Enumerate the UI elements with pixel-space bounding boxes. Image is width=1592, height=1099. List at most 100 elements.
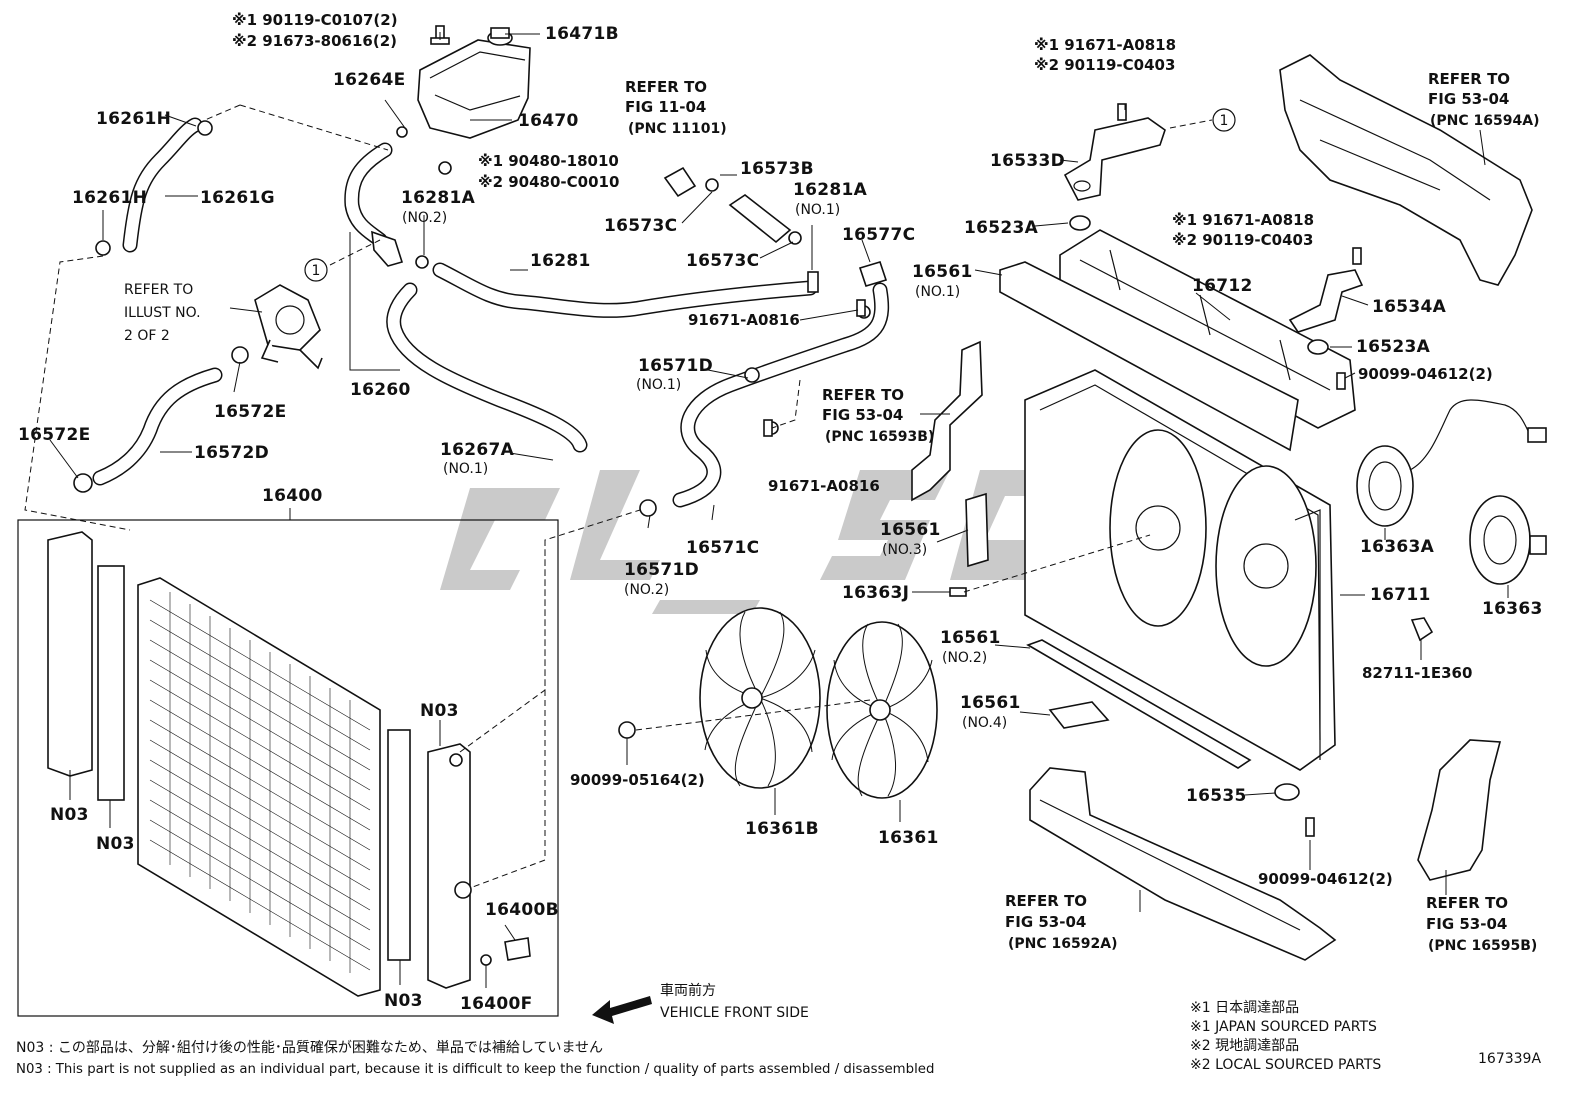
svg-text:FIG 53-04: FIG 53-04 [1426, 915, 1507, 933]
hose-16573B[interactable] [663, 166, 802, 245]
label-16712[interactable]: 16712 [1192, 276, 1253, 296]
svg-text:REFER TO: REFER TO [1428, 70, 1510, 88]
label-16572D[interactable]: 16572D [194, 443, 269, 463]
seal-16561-no2[interactable] [1026, 639, 1252, 769]
thermostat-housing[interactable] [254, 284, 323, 370]
label-16561-no1[interactable]: 16561 [912, 262, 973, 282]
label-16561-no2[interactable]: 16561 [940, 628, 1001, 648]
nut-90099-05164[interactable] [618, 721, 636, 739]
svg-text:N03 : この部品は、分解･組付け後の性能･品質確保が困難: N03 : この部品は、分解･組付け後の性能･品質確保が困難なため、単品では補給… [16, 1040, 603, 1056]
label-90099-04612-a[interactable]: 90099-04612(2) [1358, 365, 1493, 383]
label-91671-A0816-a[interactable]: 91671-A0816 [688, 311, 800, 329]
label-16523A-a[interactable]: 16523A [964, 218, 1039, 238]
fan-16361[interactable] [826, 621, 938, 799]
svg-text:REFER TO: REFER TO [124, 282, 193, 298]
label-16571D-no2[interactable]: 16571D [624, 560, 699, 580]
label-16363A[interactable]: 16363A [1360, 537, 1435, 557]
svg-text:(NO.1): (NO.1) [795, 202, 840, 218]
label-16471B[interactable]: 16471B [545, 24, 619, 44]
seal-16561-no3[interactable] [965, 492, 989, 568]
svg-text:ILLUST NO.: ILLUST NO. [124, 305, 201, 321]
label-16400F[interactable]: 16400F [460, 994, 533, 1014]
air-guide-16595B[interactable] [1417, 739, 1502, 881]
label-16261G[interactable]: 16261G [200, 188, 275, 208]
radiator-16400[interactable] [47, 531, 531, 997]
svg-text:※1 91671-A0818: ※1 91671-A0818 [1172, 211, 1314, 229]
svg-text:※1 日本調達部品: ※1 日本調達部品 [1190, 1000, 1299, 1016]
label-16711[interactable]: 16711 [1370, 585, 1431, 605]
label-16535[interactable]: 16535 [1186, 786, 1247, 806]
label-16363J[interactable]: 16363J [842, 583, 909, 603]
hose-16572D[interactable] [73, 346, 249, 493]
label-16267A[interactable]: 16267A [440, 440, 515, 460]
seal-16561-no1[interactable] [999, 261, 1299, 452]
label-16361B[interactable]: 16361B [745, 819, 819, 839]
label-16261H-left[interactable]: 16261H [72, 188, 147, 208]
label-N03-c[interactable]: N03 [420, 701, 459, 721]
svg-text:REFER TO: REFER TO [822, 386, 904, 404]
label-91671-A0816-b[interactable]: 91671-A0816 [768, 477, 880, 495]
label-16573C-a[interactable]: 16573C [604, 216, 677, 236]
cover-16592A[interactable] [1029, 767, 1337, 961]
label-16400[interactable]: 16400 [262, 486, 323, 506]
label-16572E-b[interactable]: 16572E [214, 402, 287, 422]
svg-text:※2 91673-80616(2): ※2 91673-80616(2) [232, 32, 397, 50]
hose-16261G[interactable] [95, 117, 213, 256]
refer-fig-53-04-16593B[interactable]: REFER TO FIG 53-04 (PNC 16593B) [822, 386, 934, 445]
label-16533D[interactable]: 16533D [990, 151, 1065, 171]
label-16572E-a[interactable]: 16572E [18, 425, 91, 445]
label-16281[interactable]: 16281 [530, 251, 591, 271]
hose-16281[interactable] [415, 255, 819, 318]
label-N03-b[interactable]: N03 [96, 834, 135, 854]
label-82711-1E360[interactable]: 82711-1E360 [1362, 664, 1472, 682]
label-16534A[interactable]: 16534A [1372, 297, 1447, 317]
svg-text:※1 90119-C0107(2): ※1 90119-C0107(2) [232, 11, 398, 29]
svg-text:(PNC 16592A): (PNC 16592A) [1008, 936, 1117, 952]
label-N03-a[interactable]: N03 [50, 805, 89, 825]
label-16470[interactable]: 16470 [518, 111, 579, 131]
refer-fig-53-04-16594A[interactable]: REFER TO FIG 53-04 (PNC 16594A) [1428, 70, 1539, 129]
label-16261H-top[interactable]: 16261H [96, 109, 171, 129]
svg-text:1: 1 [1220, 113, 1229, 129]
label-90099-04612-b[interactable]: 90099-04612(2) [1258, 870, 1393, 888]
label-16400B[interactable]: 16400B [485, 900, 559, 920]
grommet-16523A[interactable] [1069, 215, 1329, 801]
label-16264E[interactable]: 16264E [333, 70, 406, 90]
label-16573B[interactable]: 16573B [740, 159, 814, 179]
svg-text:(NO.1): (NO.1) [443, 461, 488, 477]
label-16571D-no1[interactable]: 16571D [638, 356, 713, 376]
svg-text:(NO.2): (NO.2) [942, 650, 987, 666]
label-16260[interactable]: 16260 [350, 380, 411, 400]
seal-16561-no4[interactable] [1048, 701, 1110, 729]
label-N03-d[interactable]: N03 [384, 991, 423, 1011]
hose-16571C[interactable] [639, 261, 890, 517]
label-16361[interactable]: 16361 [878, 828, 939, 848]
fan-motor-16363A[interactable] [1356, 399, 1547, 527]
clip-82711[interactable] [1410, 617, 1434, 642]
fan-shroud-16711[interactable] [1024, 369, 1336, 771]
label-16561-no3[interactable]: 16561 [880, 520, 941, 540]
refer-illust-no[interactable]: REFER TO ILLUST NO. 2 OF 2 [124, 282, 201, 344]
air-guide-16593B[interactable] [911, 340, 983, 502]
fan-16361B[interactable] [699, 607, 821, 789]
label-90099-05164[interactable]: 90099-05164(2) [570, 771, 705, 789]
fan-motor-16363[interactable] [1469, 495, 1547, 585]
refer-fig-53-04-16595B[interactable]: REFER TO FIG 53-04 (PNC 16595B) [1426, 894, 1537, 954]
bolts[interactable] [763, 103, 1362, 837]
alternate-part-numbers: ※1 90119-C0107(2) ※2 91673-80616(2) ※1 9… [232, 11, 1314, 249]
bracket-16534A[interactable] [1288, 269, 1364, 333]
air-guide-16594A[interactable] [1279, 54, 1533, 286]
refer-fig-53-04-16592A[interactable]: REFER TO FIG 53-04 (PNC 16592A) [1005, 892, 1117, 952]
label-16577C[interactable]: 16577C [842, 225, 915, 245]
label-16281A-no1[interactable]: 16281A [793, 180, 868, 200]
hose-16260[interactable] [344, 142, 588, 453]
label-16523A-b[interactable]: 16523A [1356, 337, 1431, 357]
label-16571C[interactable]: 16571C [686, 538, 759, 558]
label-16363[interactable]: 16363 [1482, 599, 1543, 619]
svg-text:(PNC 16594A): (PNC 16594A) [1430, 113, 1539, 129]
label-16561-no4[interactable]: 16561 [960, 693, 1021, 713]
refer-fig-11-04[interactable]: REFER TO FIG 11-04 (PNC 11101) [625, 78, 727, 137]
label-16281A-no2[interactable]: 16281A [401, 188, 476, 208]
bracket-16533D[interactable] [1063, 117, 1166, 201]
label-16573C-b[interactable]: 16573C [686, 251, 759, 271]
